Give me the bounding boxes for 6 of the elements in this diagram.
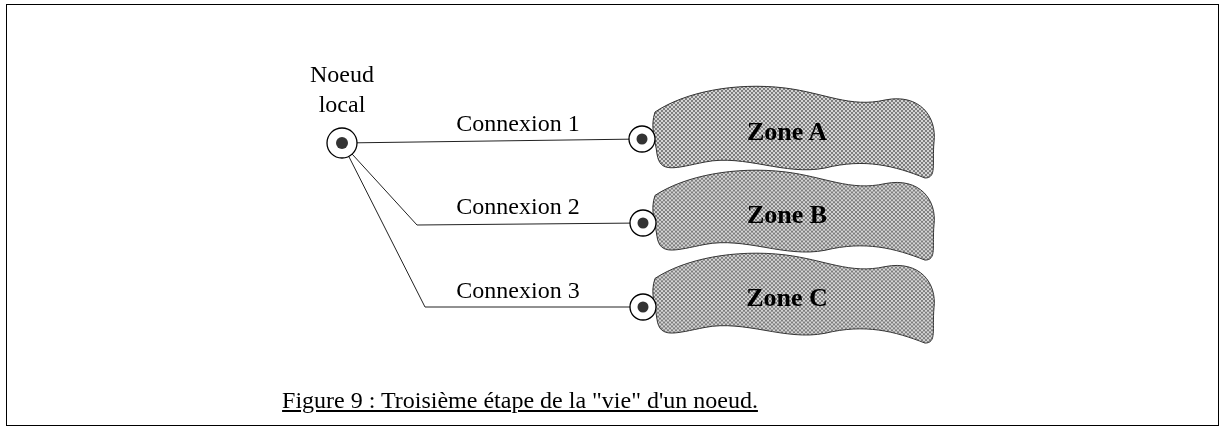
connector-line: [348, 155, 631, 308]
node-label: Noeud local: [309, 60, 375, 119]
connector-line: [351, 153, 631, 226]
zone-label: Zone C: [746, 285, 828, 311]
zone-label: Zone B: [746, 202, 828, 228]
figure-caption: Figure 9 : Troisième étape de la "vie" d'un noeud.: [282, 388, 758, 412]
